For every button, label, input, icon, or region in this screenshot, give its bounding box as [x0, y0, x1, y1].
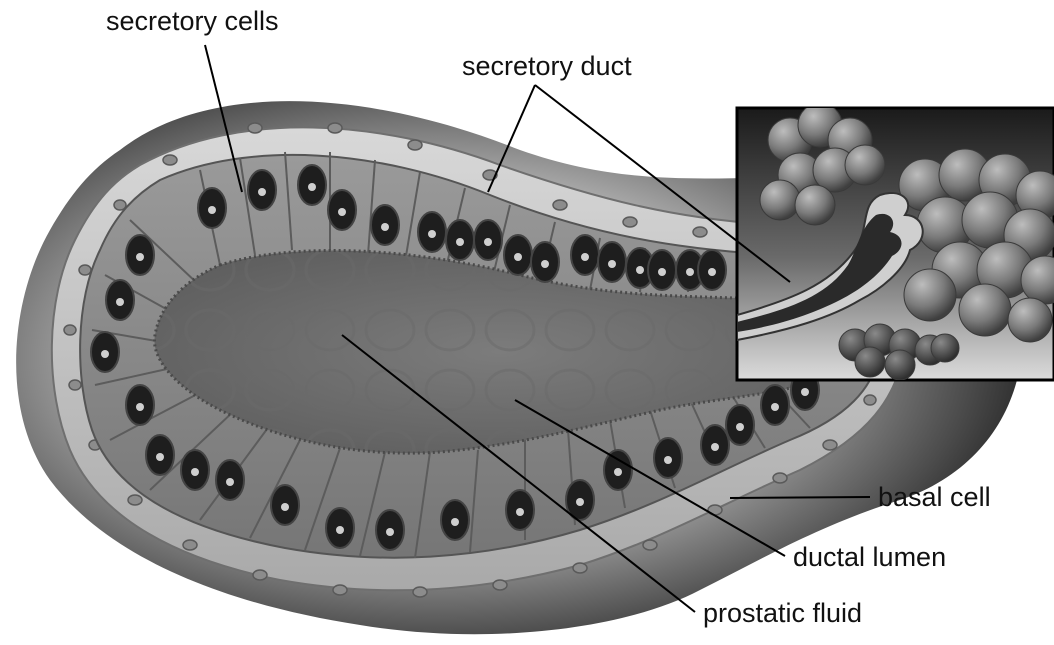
- label-secretory-duct: secretory duct: [462, 51, 632, 81]
- secretory-cell-nucleus: [701, 425, 729, 465]
- secretory-cell-nucleus: [91, 332, 119, 372]
- secretory-cell-nucleus: [654, 438, 682, 478]
- secretory-cell-nucleus: [326, 508, 354, 548]
- acinus-sphere: [795, 185, 835, 225]
- secretory-cell-nucleus: [441, 500, 469, 540]
- acinus-sphere: [845, 145, 885, 185]
- label-basal-cell: basal cell: [878, 482, 991, 512]
- acinus-sphere: [855, 347, 885, 377]
- secretory-cell-nucleus: [648, 250, 676, 290]
- secretory-cell-nucleus: [271, 485, 299, 525]
- secretory-cell-nucleus: [328, 190, 356, 230]
- secretory-cell-nucleus: [506, 490, 534, 530]
- secretory-cell-nucleus: [726, 405, 754, 445]
- secretory-cell-nucleus: [376, 510, 404, 550]
- secretory-cell-nucleus: [198, 188, 226, 228]
- secretory-cell-nucleus: [698, 250, 726, 290]
- label-prostatic-fluid: prostatic fluid: [703, 598, 862, 628]
- secretory-cell-nucleus: [181, 450, 209, 490]
- acinus-sphere: [760, 180, 800, 220]
- secretory-cell-nucleus: [418, 212, 446, 252]
- acinus-sphere: [1008, 298, 1052, 342]
- acinus-sphere: [904, 269, 956, 321]
- secretory-cell-nucleus: [106, 280, 134, 320]
- secretory-cell-nucleus: [604, 450, 632, 490]
- acinus-sphere: [931, 334, 959, 362]
- secretory-cell-nucleus: [216, 460, 244, 500]
- secretory-cell-nucleus: [146, 435, 174, 475]
- secretory-cell-nucleus: [371, 205, 399, 245]
- label-ductal-lumen: ductal lumen: [793, 542, 946, 572]
- secretory-cell-nucleus: [446, 220, 474, 260]
- secretory-cell-nucleus: [248, 170, 276, 210]
- secretory-cell-nucleus: [126, 385, 154, 425]
- acinus-sphere: [885, 350, 915, 380]
- secretory-cell-nucleus: [504, 235, 532, 275]
- label-secretory-cells: secretory cells: [106, 6, 279, 36]
- secretory-cell-nucleus: [474, 220, 502, 260]
- secretory-cell-nucleus: [761, 385, 789, 425]
- secretory-cell-nucleus: [598, 242, 626, 282]
- secretory-cell-nucleus: [126, 235, 154, 275]
- secretory-cell-nucleus: [298, 165, 326, 205]
- secretory-cell-nucleus: [571, 235, 599, 275]
- acinus-sphere: [959, 284, 1011, 336]
- inset-acinus-view: [737, 103, 1054, 380]
- secretory-cell-nucleus: [531, 242, 559, 282]
